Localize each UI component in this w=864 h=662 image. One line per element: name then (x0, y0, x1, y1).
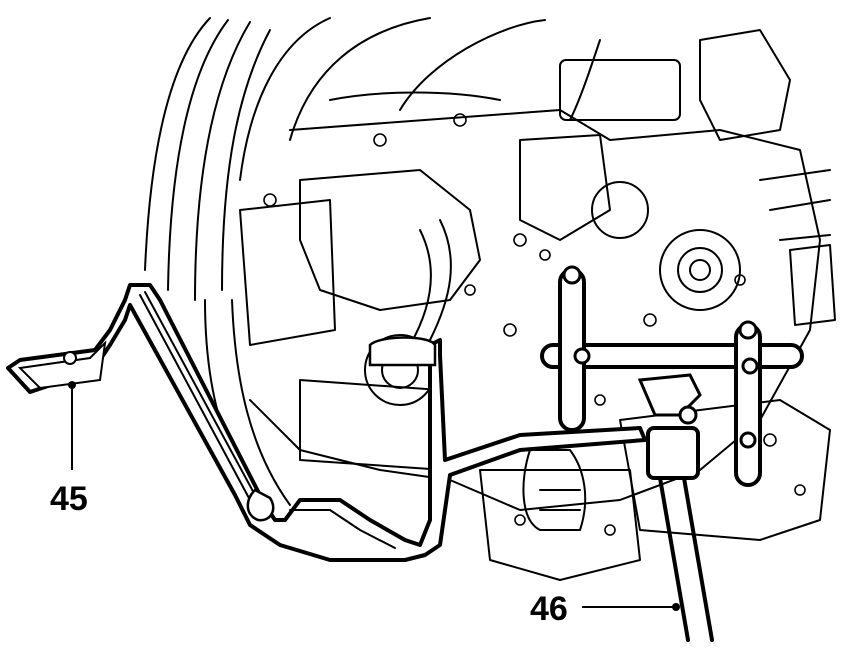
callout-46-dot (672, 603, 680, 611)
callout-45-dot (68, 381, 76, 389)
callout-46-label: 46 (530, 590, 568, 628)
callout-46: 46 (530, 590, 680, 628)
crossbar-tool-46 (540, 265, 804, 642)
bolt-details (263, 113, 806, 536)
callout-45-label: 45 (50, 480, 88, 518)
bracket-tool-45 (6, 283, 647, 562)
engine-block (239, 29, 836, 581)
callout-45: 45 (50, 381, 88, 518)
